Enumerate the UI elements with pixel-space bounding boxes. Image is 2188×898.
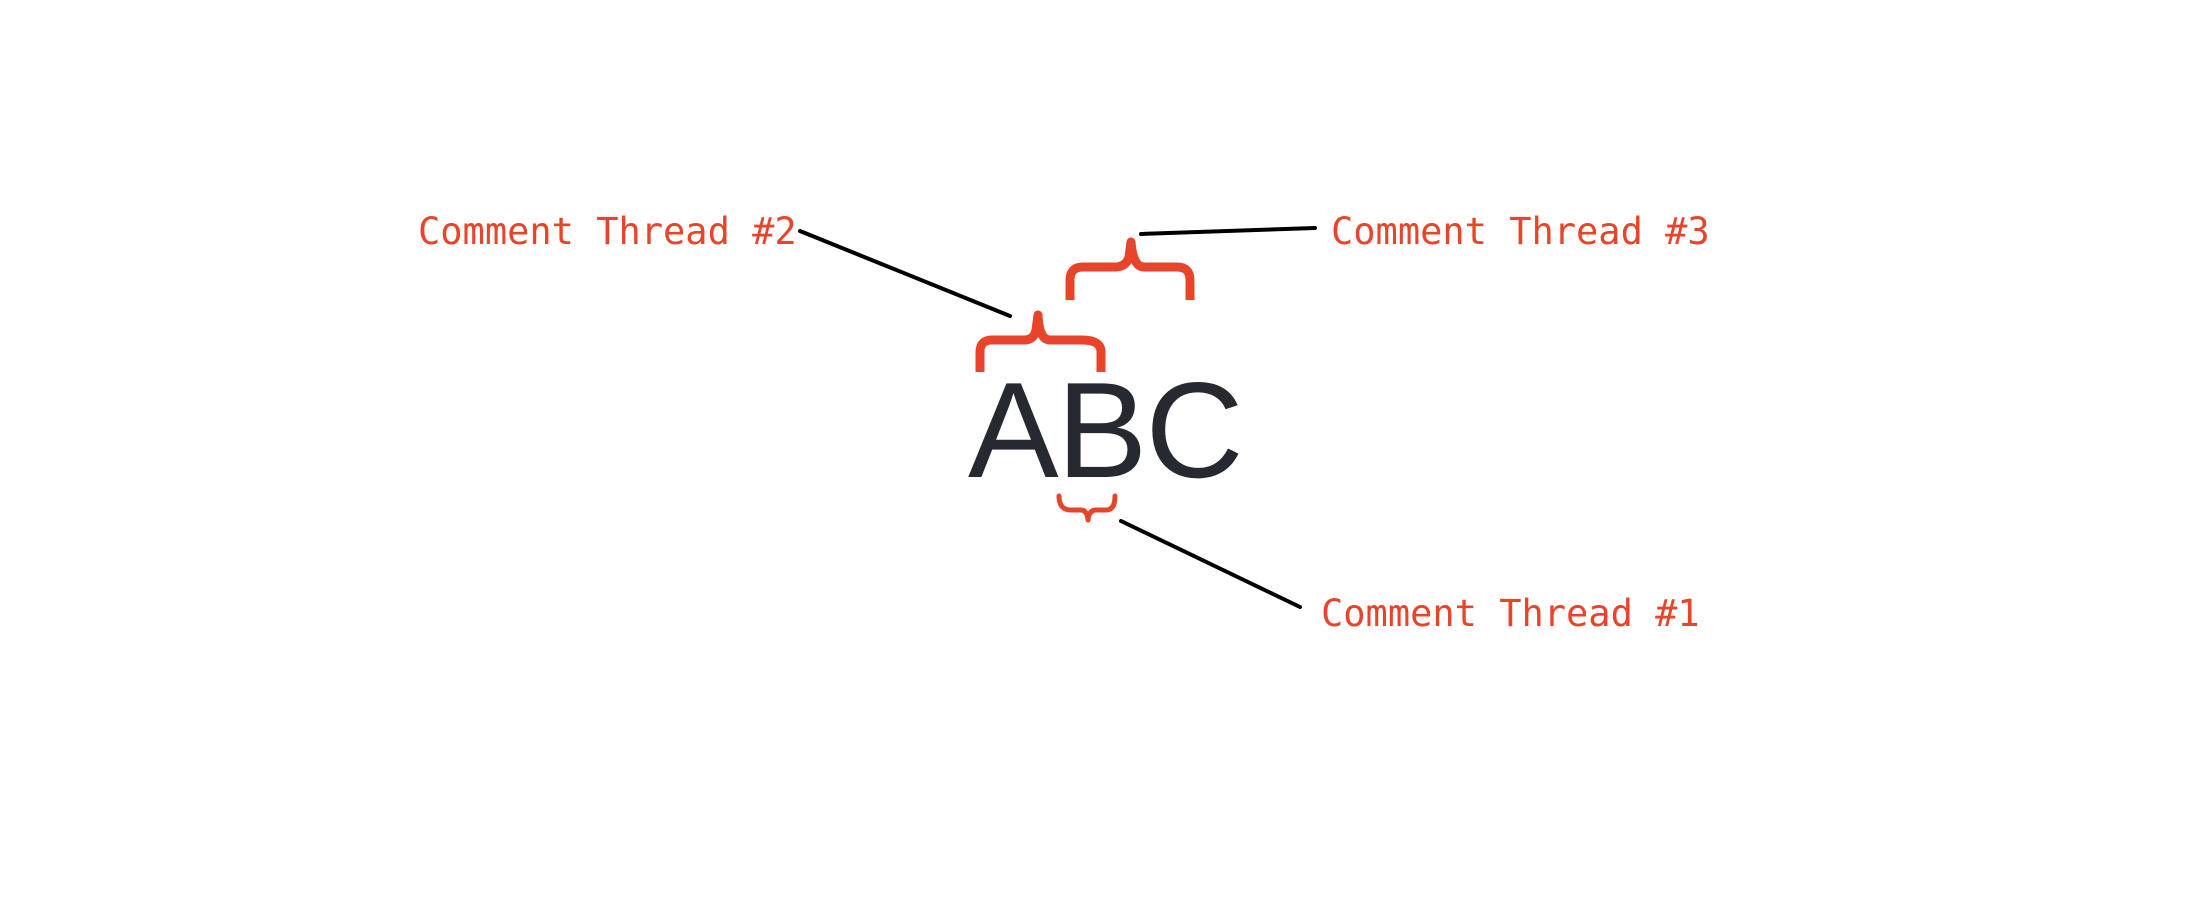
curly-brace-icon — [975, 310, 1106, 372]
connector-line-thread-3 — [1139, 226, 1317, 236]
connector-line-thread-1 — [1119, 519, 1302, 609]
comment-thread-1-label[interactable]: Comment Thread #1 — [1321, 592, 1700, 635]
comment-thread-2-label[interactable]: Comment Thread #2 — [418, 210, 797, 253]
annotated-text: ABC — [968, 354, 1244, 506]
comment-thread-3-label[interactable]: Comment Thread #3 — [1331, 210, 1710, 253]
curly-brace-icon — [1065, 237, 1195, 300]
curly-brace-icon — [1056, 493, 1118, 523]
connector-line-thread-2 — [798, 229, 1012, 318]
